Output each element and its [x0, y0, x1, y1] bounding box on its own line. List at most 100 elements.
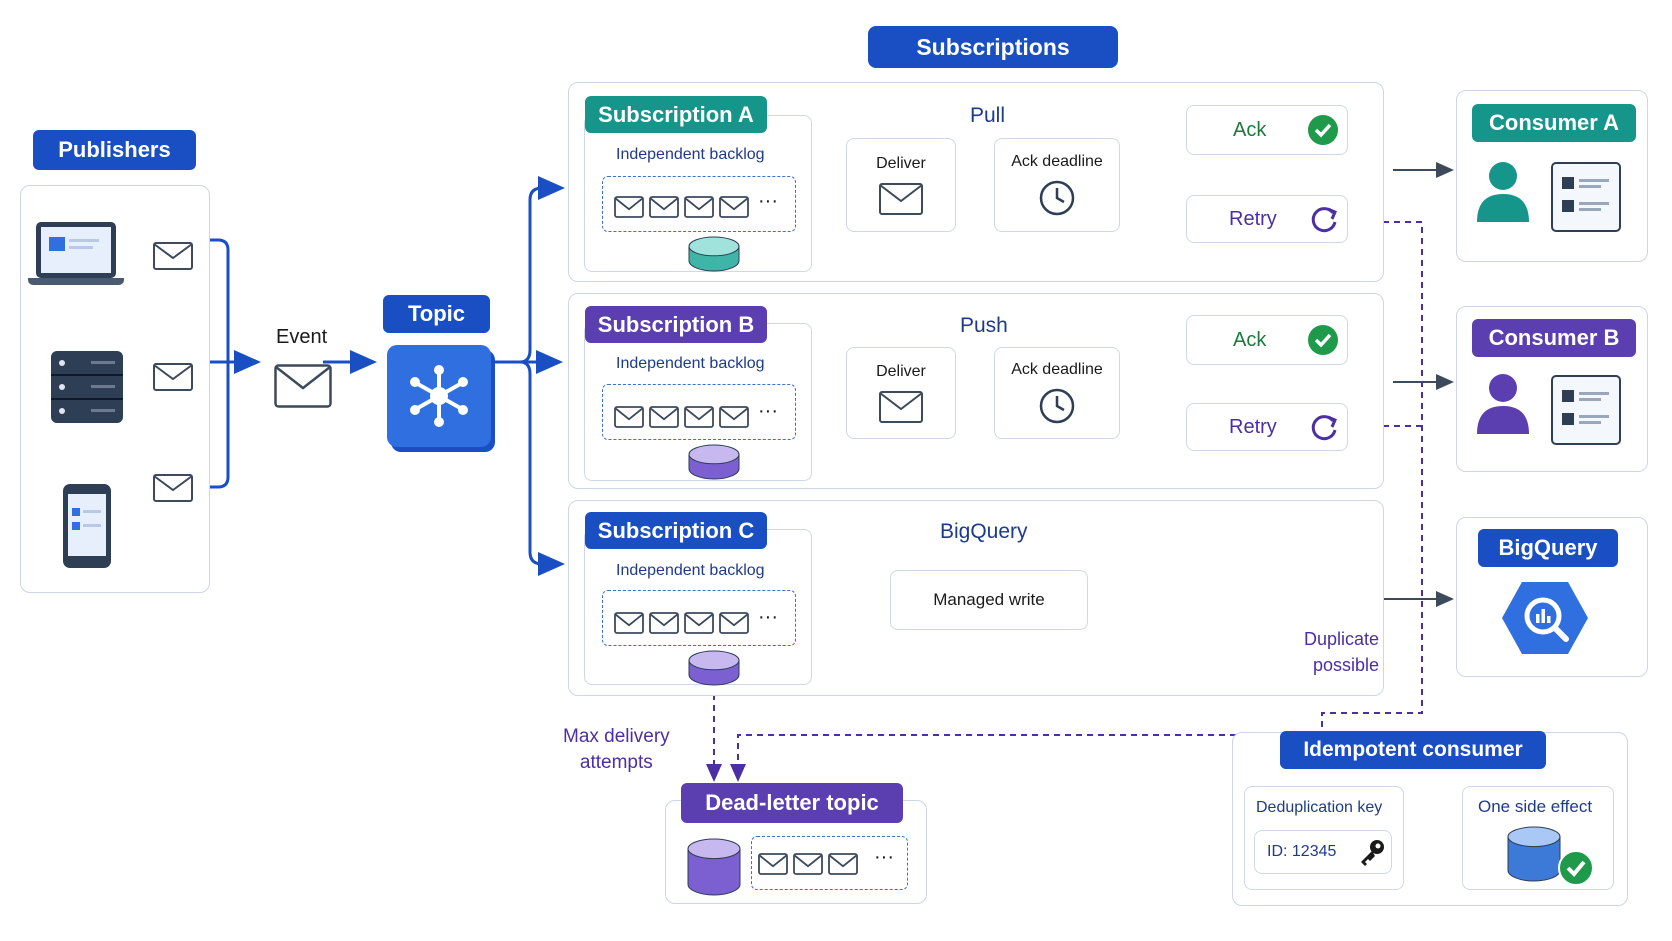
publishers-label: Publishers — [33, 130, 196, 170]
subscription-c-mode: BigQuery — [940, 520, 1028, 543]
envelope-icon — [614, 612, 644, 639]
event-label: Event — [276, 326, 328, 348]
consumer-a-badge: Consumer A — [1472, 104, 1636, 142]
subscriptions-header: Subscriptions — [868, 26, 1118, 68]
duplicate-note-line2: possible — [1313, 655, 1380, 675]
envelope-icon — [828, 853, 858, 880]
check-icon — [1308, 115, 1338, 145]
deliver-label: Deliver — [876, 363, 926, 380]
subscription-a-badge: Subscription A — [585, 96, 767, 133]
envelope-icon — [719, 196, 749, 223]
envelope-icon — [649, 196, 679, 223]
bigquery-badge: BigQuery — [1478, 529, 1618, 567]
subscription-a-deadline-box: Ack deadline — [994, 138, 1120, 232]
subscription-a-deliver-box: Deliver — [846, 138, 956, 232]
database-icon — [688, 236, 740, 277]
document-list-icon — [1551, 375, 1621, 445]
envelope-icon — [153, 363, 193, 396]
dead-letter-badge: Dead-letter topic — [681, 783, 903, 823]
more-ellipsis: ··· — [758, 400, 778, 422]
envelope-icon — [614, 406, 644, 433]
subscription-a-backlog-label: Independent backlog — [616, 146, 765, 163]
subscription-b-deadline-box: Ack deadline — [994, 347, 1120, 439]
deliver-label: Deliver — [876, 155, 926, 172]
more-ellipsis: ··· — [758, 190, 778, 212]
envelope-icon — [684, 612, 714, 639]
publisher-connector-top — [188, 238, 230, 368]
subscription-b-retry-button[interactable]: Retry — [1186, 403, 1348, 451]
clock-icon — [1039, 180, 1075, 216]
max-delivery-line1: Max delivery — [563, 726, 670, 747]
subscription-b-badge: Subscription B — [585, 306, 767, 343]
publishers-panel — [20, 185, 210, 593]
ack-label: Ack — [1233, 329, 1267, 351]
document-list-icon — [1551, 162, 1621, 232]
deduplication-id-box: ID: 12345 — [1254, 830, 1392, 874]
retry-icon — [1311, 415, 1337, 441]
ack-deadline-label: Ack deadline — [1011, 153, 1103, 170]
envelope-icon — [793, 853, 823, 880]
topic-to-sub-c — [494, 360, 565, 576]
ack-deadline-label: Ack deadline — [1011, 361, 1103, 378]
side-effect-label: One side effect — [1478, 797, 1593, 816]
subscription-a-ack-button[interactable]: Ack — [1186, 105, 1348, 155]
check-icon — [1308, 325, 1338, 355]
laptop-icon — [28, 222, 124, 285]
envelope-icon — [758, 853, 788, 880]
subscription-b-mode: Push — [960, 314, 1008, 337]
envelope-icon — [153, 474, 193, 507]
topic-to-sub-a — [494, 176, 565, 364]
more-ellipsis: ··· — [758, 606, 778, 628]
envelope-icon — [684, 196, 714, 223]
deduplication-label: Deduplication key — [1256, 799, 1383, 816]
subscription-a-backlog-queue — [602, 176, 796, 232]
envelope-icon — [649, 612, 679, 639]
retry-label: Retry — [1229, 208, 1277, 230]
topic-label: Topic — [383, 295, 490, 333]
envelope-icon — [879, 391, 923, 423]
max-delivery-note: Max delivery attempts — [563, 724, 670, 776]
database-icon — [688, 650, 740, 691]
duplicate-note: Duplicate possible — [1304, 626, 1379, 678]
topic-hub-icon[interactable] — [387, 345, 491, 447]
idempotent-badge: Idempotent consumer — [1280, 731, 1546, 769]
person-icon — [1475, 160, 1531, 227]
envelope-icon — [153, 242, 193, 270]
publisher-connector-bottom — [188, 368, 230, 489]
more-ellipsis: ··· — [874, 846, 894, 868]
database-icon — [688, 444, 740, 485]
clock-icon — [1039, 388, 1075, 424]
envelope-icon — [879, 183, 923, 215]
ack-label: Ack — [1233, 119, 1267, 141]
max-delivery-line2: attempts — [579, 752, 653, 773]
envelope-icon — [649, 406, 679, 433]
managed-write-box: Managed write — [890, 570, 1088, 630]
subscription-c-backlog-label: Independent backlog — [616, 562, 765, 579]
retry-label: Retry — [1229, 416, 1277, 438]
person-icon — [1475, 372, 1531, 439]
event-envelope-icon — [274, 364, 332, 413]
phone-icon — [63, 484, 111, 568]
subscription-c-badge: Subscription C — [585, 512, 767, 549]
bigquery-icon — [1500, 578, 1590, 663]
envelope-icon — [719, 612, 749, 639]
envelope-icon — [719, 406, 749, 433]
key-icon — [1361, 840, 1384, 866]
retry-icon — [1311, 207, 1337, 233]
check-icon — [1557, 849, 1595, 892]
envelope-icon — [614, 196, 644, 223]
dead-letter-queue — [751, 836, 908, 890]
subscription-a-retry-button[interactable]: Retry — [1186, 195, 1348, 243]
deduplication-id-value: ID: 12345 — [1267, 843, 1337, 860]
server-icon — [51, 351, 123, 423]
managed-write-label: Managed write — [933, 590, 1045, 609]
subscription-a-mode: Pull — [970, 104, 1006, 127]
database-icon — [687, 838, 741, 901]
subscription-b-ack-button[interactable]: Ack — [1186, 315, 1348, 365]
consumer-b-badge: Consumer B — [1472, 319, 1636, 357]
duplicate-note-line1: Duplicate — [1304, 629, 1380, 649]
database-icon — [1507, 826, 1561, 887]
subscription-b-backlog-label: Independent backlog — [616, 355, 765, 372]
envelope-icon — [684, 406, 714, 433]
subscription-b-backlog-queue — [602, 384, 796, 440]
